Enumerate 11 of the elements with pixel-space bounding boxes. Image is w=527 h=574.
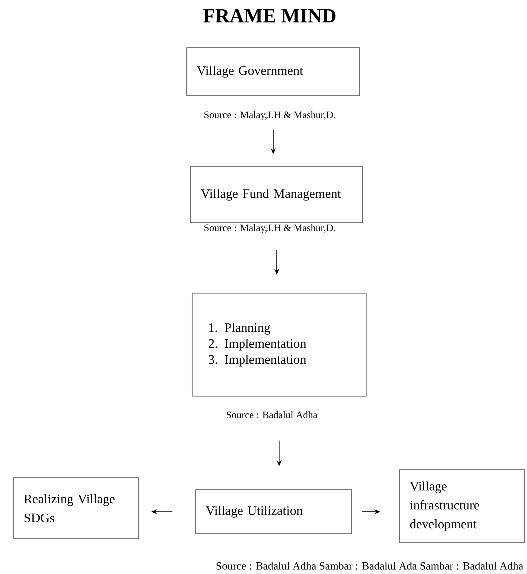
title: FRAME MIND bbox=[204, 9, 336, 23]
source-note: Source : Badalul Adha Sambar : Badalul Ada Sambar : Badalul Adha bbox=[216, 562, 524, 570]
source-note: Source : Malay,J.H & Mashur,D. bbox=[204, 111, 336, 121]
source-note: Source : Badalul Adha bbox=[227, 411, 318, 419]
process-box: Realizing Village SDGs bbox=[14, 478, 140, 540]
source-note: Source : Malay,J.H & Mashur,D. bbox=[204, 224, 336, 234]
process-box: Village infrastructure development bbox=[400, 470, 526, 544]
process-box: 1. Planning 2. Implementation 3. Implementation bbox=[192, 293, 367, 397]
process-box: Village Fund Management bbox=[190, 166, 364, 224]
process-box: Village Government bbox=[186, 48, 360, 96]
process-box: Village Utilization bbox=[196, 490, 352, 534]
